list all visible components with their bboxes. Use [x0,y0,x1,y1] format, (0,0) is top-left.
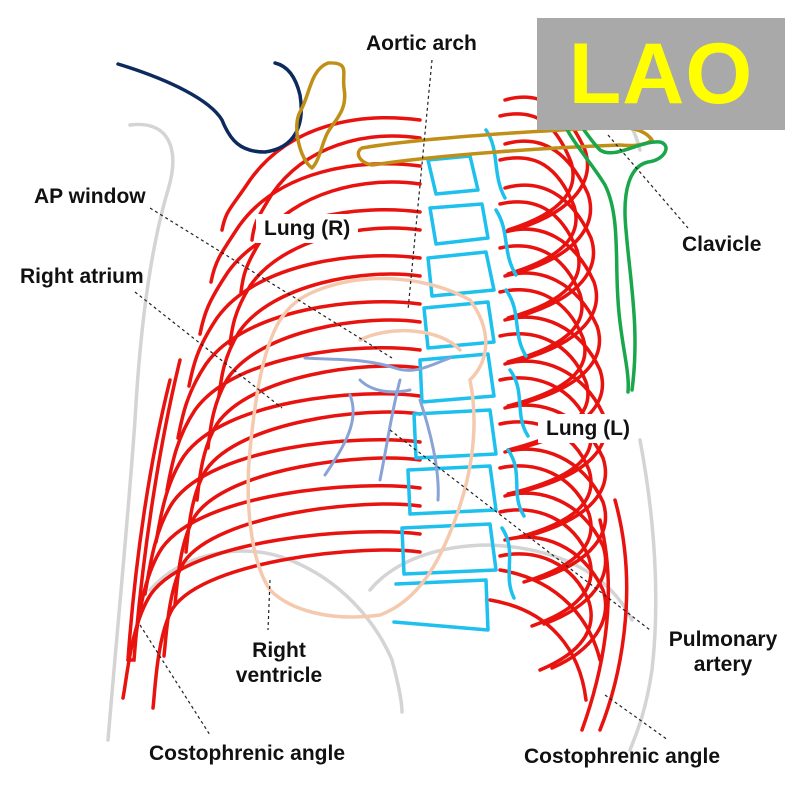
rib-left-outer [503,491,608,626]
rib-left-outer [503,139,593,274]
label-lung-left: Lung (L) [538,414,638,444]
rib-left-outer [503,403,608,538]
rib-left-inner [498,156,578,276]
rib-lower-left [580,518,611,732]
rib-left-inner [498,464,593,584]
rib-left-inner [498,288,587,408]
rib-right-outer [187,254,422,388]
rib-left-outer [503,227,599,362]
ribs [121,95,629,732]
rib-right-outer [143,438,422,596]
clavicle-outline [558,110,668,394]
rib-lower-right [126,378,172,662]
rib-right-inner [250,134,422,242]
rib-right-inner [151,548,422,710]
rib-right-inner [206,318,422,450]
rib-right-inner [217,272,422,398]
label-lung-right: Lung (R) [256,214,359,244]
pulmonary-vessels [303,356,452,502]
label-clavicle: Clavicle [682,233,762,256]
view-badge: LAO [537,18,785,130]
rib-right-inner [195,364,422,502]
rib-left-outer [503,95,590,230]
label-right-ventricle: Right ventricle [235,639,323,688]
rib-left-outer [503,447,608,582]
rib-lower-left-sweep-2 [488,598,588,702]
rib-right-outer [165,346,422,492]
rib-left-outer [503,183,596,318]
rib-lower-left-inner [598,498,629,732]
rib-right-outer [220,116,422,232]
rib-left-inner [498,244,584,364]
rib-right-outer [154,392,422,544]
rib-left-outer [503,271,602,406]
rib-left-outer [503,535,608,670]
rib-right-outer [176,300,422,440]
rib-right-outer [198,208,422,336]
rib-lower-right-inner [126,358,182,662]
leader-lines [134,59,689,741]
label-pulmonary-artery: Pulmonary artery [668,628,778,677]
label-costophrenic-angle-right: Costophrenic angle [524,745,721,768]
label-right-atrium: Right atrium [20,265,144,288]
rib-left-inner [498,508,593,628]
rib-right-inner [228,226,422,346]
label-costophrenic-angle-left: Costophrenic angle [149,742,346,765]
rib-lower-left-sweep [498,568,602,662]
spine [392,128,530,632]
label-aortic-arch: Aortic arch [366,32,477,55]
label-ap-window: AP window [34,185,146,208]
aorta-outline [116,61,303,154]
view-badge-text: LAO [568,25,754,122]
